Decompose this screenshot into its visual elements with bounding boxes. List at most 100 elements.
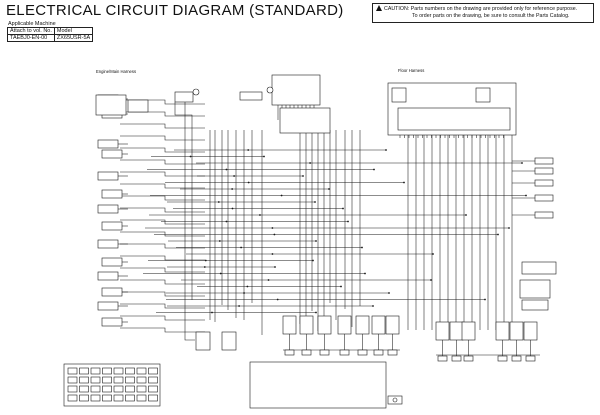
- machine-info-table: Attach to vol. No. Model TAEBJ0-EN-00 ZX…: [7, 27, 94, 42]
- junction-dot: [246, 285, 249, 288]
- component-box: [113, 367, 124, 375]
- junction-dot: [204, 259, 207, 262]
- component-box: [463, 355, 474, 362]
- caution-box: CAUTION: Parts numbers on the drawing ar…: [372, 3, 594, 23]
- junction-dot: [465, 214, 467, 216]
- junction-dot: [189, 155, 192, 158]
- component-box: [148, 367, 158, 375]
- component-box: [373, 349, 384, 356]
- wire: [120, 315, 205, 321]
- junction-dot: [203, 266, 206, 268]
- component-box: [101, 257, 123, 267]
- component-box: [284, 349, 295, 356]
- component-box: [101, 189, 123, 199]
- component-box: [475, 87, 491, 103]
- component-box: [90, 385, 101, 393]
- junction-dot: [276, 298, 279, 301]
- component-box: [299, 315, 314, 335]
- component-box: [339, 349, 350, 356]
- component-box: [97, 271, 119, 281]
- component-box: [148, 385, 158, 393]
- wire: [120, 327, 205, 333]
- component-box: [355, 315, 370, 335]
- junction-dot: [238, 305, 241, 307]
- junction-dot: [364, 272, 366, 275]
- junction-dot: [240, 246, 243, 249]
- junction-dot: [217, 201, 220, 203]
- component-box: [509, 321, 524, 341]
- component-box: [279, 107, 331, 134]
- junction-dot: [211, 311, 213, 314]
- wire: [174, 102, 193, 300]
- component-box: [387, 349, 398, 356]
- component-box: [357, 349, 368, 356]
- component-box: [79, 376, 89, 384]
- component-box: [451, 355, 462, 362]
- component-box: [67, 367, 78, 375]
- component-box: [495, 321, 510, 341]
- model-value: ZX65USR-5A: [53, 34, 94, 42]
- junction-dot: [340, 285, 342, 288]
- component-circle: [192, 88, 200, 96]
- component-box: [435, 321, 450, 341]
- junction-dot: [497, 233, 499, 236]
- junction-dot: [312, 259, 314, 262]
- component-box: [534, 211, 554, 219]
- junction-dot: [274, 266, 276, 268]
- component-circle: [392, 397, 398, 403]
- junction-dot: [259, 214, 261, 216]
- component-box: [371, 315, 386, 335]
- component-box: [437, 355, 448, 362]
- component-box: [521, 299, 549, 311]
- component-box: [79, 394, 89, 402]
- floor-harness-label: Floor Harness: [398, 68, 425, 73]
- junction-dot: [432, 253, 434, 255]
- component-box: [102, 376, 112, 384]
- component-box: [534, 194, 554, 202]
- junction-dot: [314, 201, 316, 203]
- component-box: [317, 315, 332, 335]
- page-title: ELECTRICAL CIRCUIT DIAGRAM (STANDARD): [6, 2, 344, 19]
- junction-dot: [388, 292, 390, 294]
- junction-dot: [263, 155, 265, 158]
- engine-main-harness-label: Engine/Main Harness: [96, 69, 137, 74]
- component-box: [67, 394, 78, 402]
- junction-dot: [302, 175, 304, 177]
- component-box: [90, 394, 101, 402]
- warning-icon: [376, 5, 382, 11]
- junction-dot: [218, 240, 221, 242]
- junction-dot: [372, 305, 374, 307]
- component-box: [67, 376, 78, 384]
- junction-dots: [189, 149, 527, 314]
- component-box: [282, 315, 297, 335]
- component-box: [136, 385, 147, 393]
- component-box: [534, 157, 554, 165]
- junction-dot: [271, 253, 274, 255]
- caution-line-1: CAUTION: Parts numbers on the drawing ar…: [384, 6, 578, 12]
- component-box: [519, 279, 551, 299]
- component-box: [461, 321, 476, 341]
- junction-dot: [521, 162, 523, 164]
- junction-dot: [271, 227, 274, 229]
- component-box: [271, 74, 321, 106]
- component-box: [97, 139, 119, 149]
- component-box: [97, 239, 119, 249]
- junction-dot: [373, 168, 375, 171]
- junction-dot: [273, 233, 276, 236]
- component-box: [136, 376, 147, 384]
- junction-dot: [231, 207, 234, 210]
- junction-dot: [247, 149, 250, 151]
- junction-dot: [328, 188, 330, 190]
- component-box: [79, 367, 89, 375]
- component-box: [125, 367, 135, 375]
- junction-dot: [484, 298, 486, 301]
- component-box: [221, 331, 237, 351]
- junction-dot: [231, 188, 234, 190]
- junction-dot: [309, 162, 311, 164]
- component-box: [95, 94, 127, 116]
- component-box: [102, 394, 112, 402]
- junction-dot: [233, 175, 236, 177]
- wiring: [118, 98, 540, 408]
- component-box: [534, 167, 554, 175]
